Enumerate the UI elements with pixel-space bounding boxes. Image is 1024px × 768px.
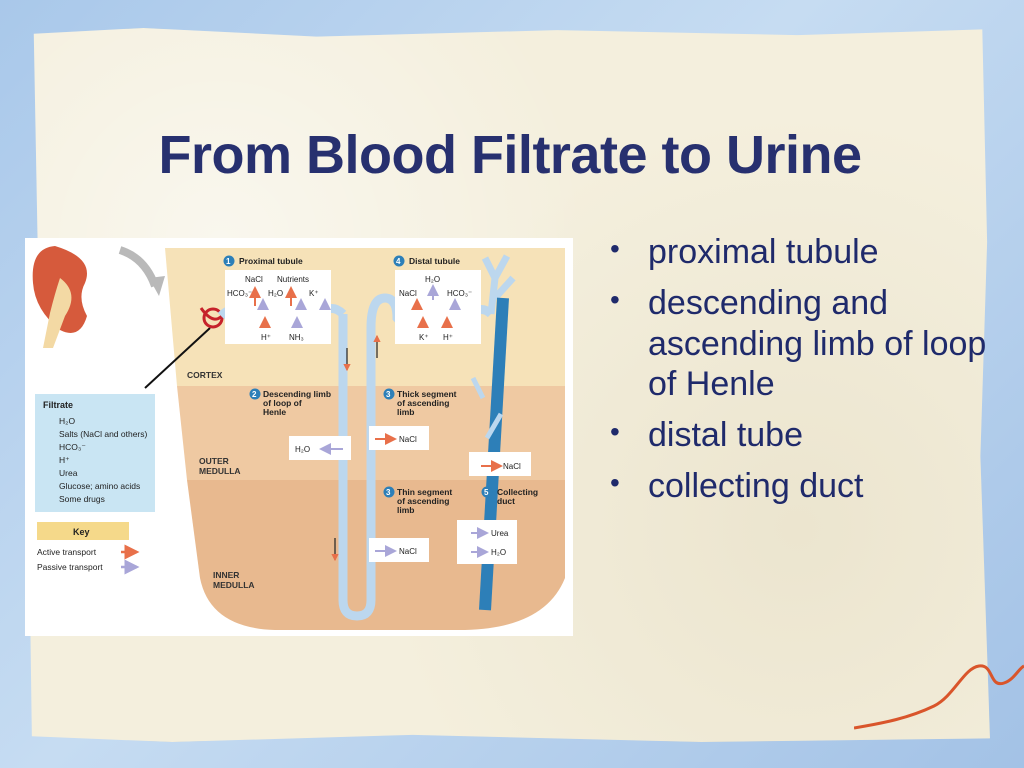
mol-h: H⁺ — [443, 333, 453, 342]
mol-nh3: NH₃ — [289, 333, 304, 342]
mol-k: K⁺ — [419, 333, 429, 342]
mol-h: H⁺ — [261, 333, 271, 342]
label-proximal-tubule: Proximal tubule — [239, 256, 303, 266]
mol-nacl: NaCl — [503, 462, 521, 471]
key-passive: Passive transport — [37, 562, 103, 572]
mol-hco3: HCO₃⁻ — [227, 289, 252, 298]
filtrate-item: Some drugs — [59, 494, 105, 504]
kidney-icon — [32, 246, 211, 389]
bullet-item: distal tube — [610, 415, 990, 456]
mol-k: K⁺ — [309, 289, 319, 298]
filtrate-heading: Filtrate — [43, 400, 73, 410]
decorative-squiggle — [854, 664, 1024, 730]
nephron-figure: Filtrate H₂O Salts (NaCl and others) HCO… — [25, 238, 573, 636]
label-thin-segment: limb — [397, 505, 414, 515]
filtrate-item: H₂O — [59, 416, 75, 426]
mol-nacl: NaCl — [245, 275, 263, 284]
filtrate-item: H⁺ — [59, 455, 70, 465]
badge-collecting: 5 — [484, 488, 489, 497]
zone-label-inner: MEDULLA — [213, 580, 255, 590]
badge-distal: 4 — [396, 257, 401, 266]
bullet-item: collecting duct — [610, 466, 990, 507]
label-descending-limb: Descending limb — [263, 389, 331, 399]
label-descending-limb: Henle — [263, 407, 286, 417]
label-collecting-duct: Collecting — [497, 487, 538, 497]
zone-label-outer: MEDULLA — [199, 466, 241, 476]
mol-nacl: NaCl — [399, 289, 417, 298]
filtrate-item: HCO₃⁻ — [59, 442, 86, 452]
badge-thin: 3 — [386, 488, 391, 497]
zone-label-cortex: CORTEX — [187, 370, 223, 380]
mol-h2o: H₂O — [295, 445, 310, 454]
bullet-item: descending and ascending limb of loop of… — [610, 283, 990, 405]
label-distal-tubule: Distal tubule — [409, 256, 460, 266]
badge-thick: 3 — [386, 390, 391, 399]
label-thick-segment: of ascending — [397, 398, 449, 408]
filtrate-item: Urea — [59, 468, 78, 478]
zone-label-inner: INNER — [213, 570, 239, 580]
label-descending-limb: of loop of — [263, 398, 302, 408]
label-thin-segment: of ascending — [397, 496, 449, 506]
key-heading: Key — [73, 527, 90, 537]
label-thin-segment: Thin segment — [397, 487, 452, 497]
mol-h2o: H₂O — [491, 548, 506, 557]
mol-h2o: H₂O — [425, 275, 440, 284]
label-collecting-duct: duct — [497, 496, 515, 506]
filtrate-item: Glucose; amino acids — [59, 481, 140, 491]
label-thick-segment: limb — [397, 407, 414, 417]
badge-descending: 2 — [252, 390, 257, 399]
mol-nutrients: Nutrients — [277, 275, 309, 284]
label-thick-segment: Thick segment — [397, 389, 457, 399]
mol-h2o: H₂O — [268, 289, 283, 298]
zone-label-outer: OUTER — [199, 456, 229, 466]
mol-urea: Urea — [491, 529, 509, 538]
bullet-item: proximal tubule — [610, 232, 990, 273]
mol-nacl: NaCl — [399, 435, 417, 444]
key-active: Active transport — [37, 547, 97, 557]
badge-proximal: 1 — [226, 257, 231, 266]
mol-hco3: HCO₃⁻ — [447, 289, 472, 298]
mol-nacl: NaCl — [399, 547, 417, 556]
filtrate-item: Salts (NaCl and others) — [59, 429, 148, 439]
bullet-list: proximal tubule descending and ascending… — [610, 232, 990, 517]
slide-title: From Blood Filtrate to Urine — [158, 125, 862, 185]
